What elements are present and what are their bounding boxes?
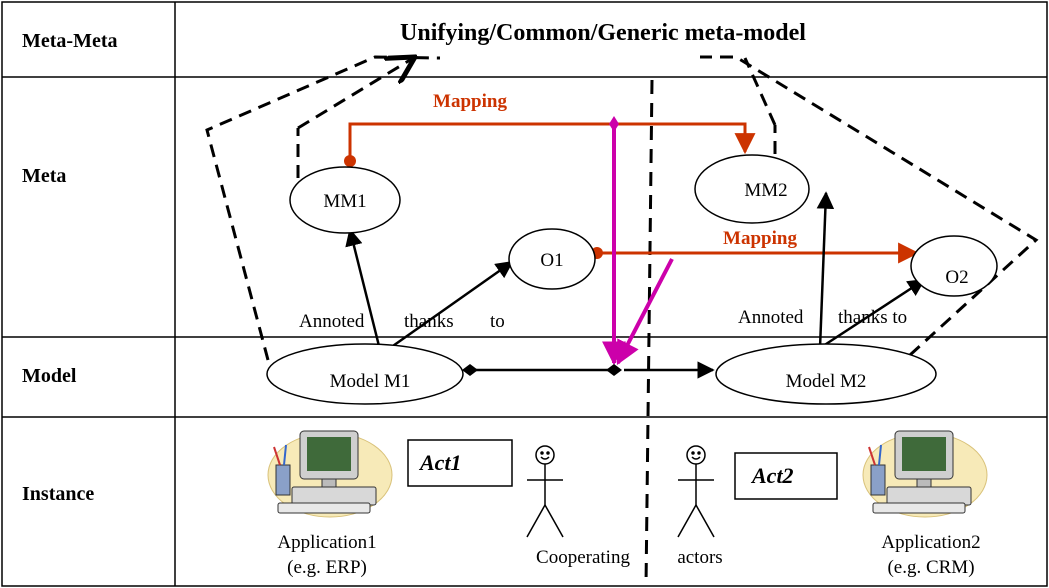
node-o1: O1 <box>508 228 596 290</box>
node-model-m2: Model M2 <box>715 343 937 405</box>
left-domain-boundary <box>205 57 441 361</box>
row-label-meta-meta: Meta-Meta <box>22 30 118 52</box>
coordination-arrows <box>602 124 674 366</box>
person-icon <box>677 445 715 538</box>
svg-text:Model M2: Model M2 <box>786 371 867 392</box>
mapping-origin-dot <box>344 155 356 167</box>
mapping-label-top: Mapping <box>433 91 507 112</box>
computer-icon <box>862 430 988 518</box>
cooperating-label: Cooperating <box>536 547 630 568</box>
act1-box: Act1 <box>407 439 513 487</box>
act2-box: Act2 <box>734 452 838 500</box>
node-o2: O2 <box>910 235 998 297</box>
svg-text:Act2: Act2 <box>750 463 794 488</box>
svg-text:Act1: Act1 <box>418 450 462 475</box>
row-label-meta: Meta <box>22 165 66 187</box>
computer-icon <box>267 430 393 518</box>
app2-name: Application2 <box>881 532 980 553</box>
coordination-origin <box>609 116 619 132</box>
svg-text:O2: O2 <box>945 267 968 288</box>
row-label-model: Model <box>22 365 77 387</box>
row-label-instance: Instance <box>22 483 94 505</box>
app2-subtitle: (e.g. CRM) <box>887 557 974 578</box>
mapping-label-mid: Mapping <box>723 228 797 249</box>
to-label-left: to <box>490 311 505 332</box>
app1-subtitle: (e.g. ERP) <box>287 557 367 578</box>
actors-label: actors <box>677 547 722 568</box>
node-mm1: MM1 <box>289 166 401 234</box>
node-model-m1: Model M1 <box>266 343 464 405</box>
thanks-to-label-right: thanks to <box>838 307 907 328</box>
svg-text:O1: O1 <box>540 250 563 271</box>
svg-text:MM2: MM2 <box>744 180 787 201</box>
diagram-title: Unifying/Common/Generic meta-model <box>400 20 806 46</box>
model-link-diamond <box>606 364 622 376</box>
person-icon <box>526 445 564 538</box>
annoted-label-right: Annoted <box>738 307 804 328</box>
domain-divider <box>644 79 654 587</box>
annotation-arrows <box>345 191 926 379</box>
svg-text:Model M1: Model M1 <box>330 371 411 392</box>
mapping-arrows <box>348 122 920 264</box>
node-mm2: MM2 <box>694 154 810 224</box>
thanks-label-left: thanks <box>404 311 454 332</box>
annoted-label-left: Annoted <box>299 311 365 332</box>
app1-name: Application1 <box>277 532 376 553</box>
svg-text:MM1: MM1 <box>323 191 366 212</box>
model-link-diamond <box>462 364 478 376</box>
